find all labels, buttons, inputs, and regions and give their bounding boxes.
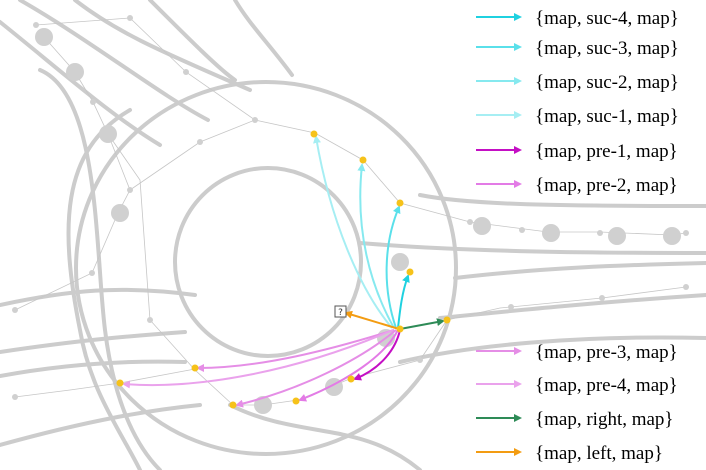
lane-node bbox=[597, 230, 603, 236]
legend-item-pre-1: {map, pre-1, map} bbox=[476, 141, 678, 162]
road-north-1 bbox=[148, 0, 237, 82]
legend-item-left: {map, left, map} bbox=[476, 443, 663, 464]
legend-item-suc-4: {map, suc-4, map} bbox=[476, 8, 679, 29]
map-node-center bbox=[396, 325, 404, 333]
map-node-layer bbox=[116, 130, 451, 409]
map-node bbox=[116, 379, 124, 387]
road-east-lower-2 bbox=[438, 293, 706, 320]
map-node bbox=[443, 316, 451, 324]
legend-label-right: {map, right, map} bbox=[535, 409, 674, 430]
lane-node bbox=[542, 224, 560, 242]
roundabout-outer-boundary bbox=[74, 80, 458, 456]
lane-node bbox=[599, 295, 605, 301]
road-northwest-2 bbox=[18, 0, 210, 122]
lane-node bbox=[127, 15, 133, 21]
road-east-upper bbox=[418, 193, 706, 208]
legend-label-pre-2: {map, pre-2, map} bbox=[535, 175, 678, 196]
legend-item-suc-2: {map, suc-2, map} bbox=[476, 72, 679, 93]
road-west-low-2 bbox=[0, 330, 187, 354]
road-northwest-3 bbox=[73, 0, 252, 92]
legend-item-pre-2: {map, pre-2, map} bbox=[476, 175, 678, 196]
lane-node bbox=[391, 253, 409, 271]
arrow-pre-3b bbox=[196, 329, 395, 372]
legend-item-pre-3: {map, pre-3, map} bbox=[476, 342, 678, 363]
lane-node bbox=[99, 125, 117, 143]
lane-node bbox=[608, 227, 626, 245]
lane-node bbox=[252, 117, 258, 123]
arrow-left bbox=[344, 310, 400, 330]
lane-node bbox=[35, 28, 53, 46]
unknown-marker-label: ? bbox=[338, 308, 343, 318]
legend-label-suc-3: {map, suc-3, map} bbox=[535, 38, 679, 59]
road-west-curve-2 bbox=[38, 68, 162, 470]
arrow-suc-2 bbox=[357, 163, 395, 329]
lane-node bbox=[33, 22, 39, 28]
road-east-mid bbox=[358, 241, 706, 255]
arrow-pre-3 bbox=[235, 329, 397, 408]
lane-node bbox=[508, 304, 514, 310]
road-south-1 bbox=[228, 403, 422, 470]
map-node bbox=[292, 397, 300, 405]
lane-node bbox=[147, 317, 153, 323]
lane-node bbox=[683, 230, 689, 236]
lane-node bbox=[111, 204, 129, 222]
relation-arrow-layer bbox=[122, 135, 445, 408]
arrow-pre-4 bbox=[122, 329, 394, 389]
road-southeast bbox=[398, 335, 706, 364]
road-northwest-1 bbox=[0, 20, 162, 147]
legend-item-suc-3: {map, suc-3, map} bbox=[476, 38, 679, 59]
lane-node bbox=[473, 217, 491, 235]
map-node bbox=[359, 156, 367, 164]
legend-item-right: {map, right, map} bbox=[476, 409, 674, 430]
arrow-suc-4 bbox=[397, 274, 410, 329]
lane-node bbox=[12, 394, 18, 400]
road-southwest-2 bbox=[0, 403, 202, 447]
road-west-low-1 bbox=[0, 287, 197, 307]
legend-label-pre-4: {map, pre-4, map} bbox=[535, 375, 678, 396]
lane-node bbox=[66, 63, 84, 81]
lane-node bbox=[254, 396, 272, 414]
road-north-2 bbox=[233, 0, 294, 77]
lane-link-3 bbox=[107, 133, 234, 406]
arrow-suc-3 bbox=[385, 205, 401, 329]
lane-node bbox=[197, 139, 203, 145]
lane-node bbox=[683, 284, 689, 290]
legend-item-suc-1: {map, suc-1, map} bbox=[476, 106, 679, 127]
map-node bbox=[310, 130, 318, 138]
map-node bbox=[396, 199, 404, 207]
arrow-pre-1 bbox=[353, 329, 401, 381]
map-node bbox=[347, 375, 355, 383]
legend: {map, suc-4, map} {map, suc-3, map} {map… bbox=[476, 8, 679, 464]
legend-label-suc-1: {map, suc-1, map} bbox=[535, 106, 679, 127]
legend-label-left: {map, left, map} bbox=[535, 443, 663, 464]
arrow-pre-2 bbox=[298, 329, 399, 402]
lane-node bbox=[183, 69, 189, 75]
map-node bbox=[191, 364, 199, 372]
arrow-suc-1 bbox=[313, 135, 393, 329]
lane-node bbox=[12, 307, 18, 313]
map-node bbox=[406, 268, 414, 276]
lane-node bbox=[89, 270, 95, 276]
legend-item-pre-4: {map, pre-4, map} bbox=[476, 375, 678, 396]
map-node bbox=[229, 401, 237, 409]
lane-node bbox=[467, 219, 473, 225]
lane-node bbox=[663, 227, 681, 245]
lane-node bbox=[519, 227, 525, 233]
legend-label-suc-4: {map, suc-4, map} bbox=[535, 8, 679, 29]
legend-label-suc-2: {map, suc-2, map} bbox=[535, 72, 679, 93]
lane-node bbox=[90, 99, 96, 105]
lane-link-5 bbox=[446, 286, 687, 321]
lane-link-6 bbox=[14, 368, 196, 398]
road-southwest-1 bbox=[0, 359, 187, 378]
road-east-lower-1 bbox=[453, 261, 706, 280]
unknown-node-marker: ? bbox=[334, 305, 347, 318]
legend-label-pre-1: {map, pre-1, map} bbox=[535, 141, 678, 162]
legend-label-pre-3: {map, pre-3, map} bbox=[535, 342, 678, 363]
lane-node bbox=[127, 187, 133, 193]
arrow-right bbox=[399, 318, 445, 330]
lane-node bbox=[417, 357, 423, 363]
roundabout-inner-boundary bbox=[173, 166, 363, 358]
lane-link-4 bbox=[129, 119, 256, 191]
